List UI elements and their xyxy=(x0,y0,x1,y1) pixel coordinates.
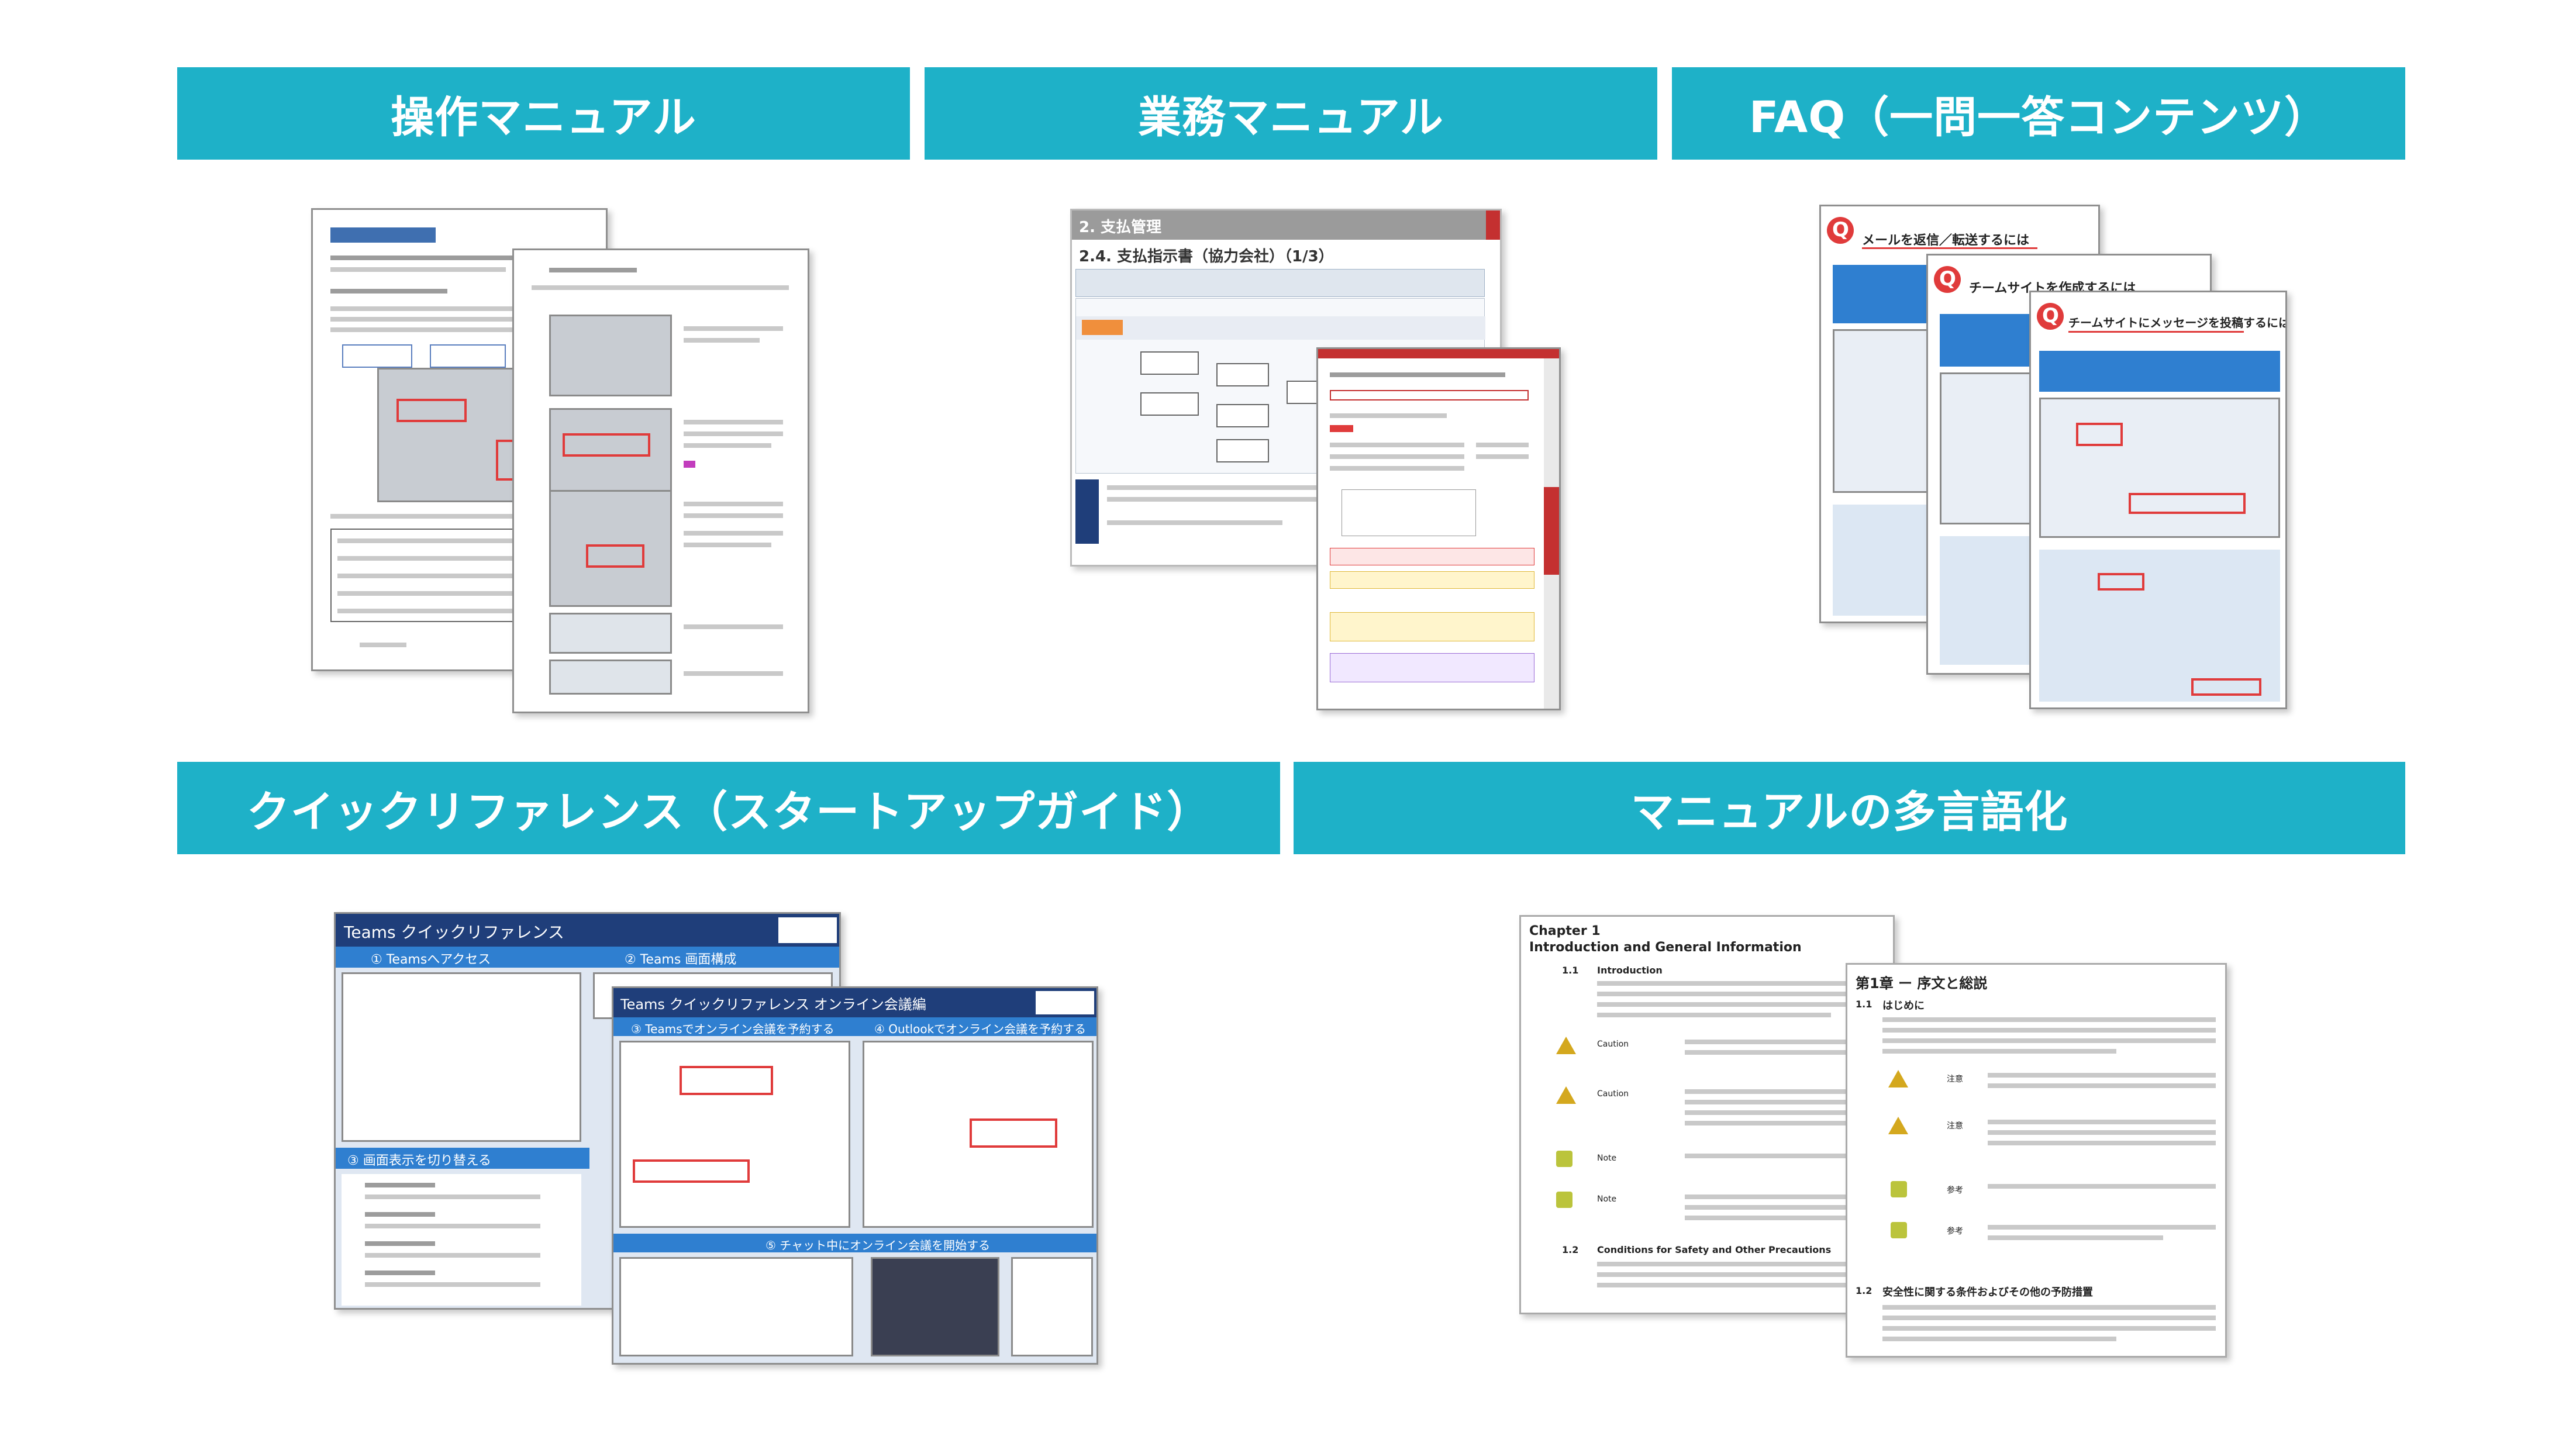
sheet-title: Teams クイックリファレンス オンライン会議編 xyxy=(620,996,926,1013)
banner-label: マニュアルの多言語化 xyxy=(1630,786,2068,837)
multilingual-japanese-page: 第1章 ー 序文と総説 1.1 はじめに 注意 注意 参考 参考 1.2 安全性… xyxy=(1846,963,2227,1358)
business-manual-page-2 xyxy=(1316,347,1561,710)
section-title: 2. 支払管理 xyxy=(1079,219,1162,236)
faq-card-3: Q チームサイトにメッセージを投稿するには xyxy=(2029,291,2287,709)
jp-section-1-1-number: 1.1 xyxy=(1856,999,1872,1010)
note-icon xyxy=(1556,1192,1573,1208)
banner-multilingual: マニュアルの多言語化 xyxy=(1294,762,2405,854)
q-badge-icon: Q xyxy=(2037,303,2064,330)
multilingual-english-page: Chapter 1 Introduction and General Infor… xyxy=(1519,915,1895,1314)
note-icon xyxy=(1891,1181,1907,1197)
operation-manual-page-2 xyxy=(512,248,809,713)
sheet-title: Teams クイックリファレンス xyxy=(344,923,564,942)
faq-question-1: メールを返信／転送するには xyxy=(1862,233,2030,248)
section-heading: ⑤ チャット中にオンライン会議を開始する xyxy=(765,1238,991,1252)
quick-reference-sheet-2: Teams クイックリファレンス オンライン会議編 ③ Teamsでオンライン会… xyxy=(612,986,1098,1365)
faq-question-3: チームサイトにメッセージを投稿するには xyxy=(2068,316,2287,330)
section-heading: ④ Outlookでオンライン会議を予約する xyxy=(874,1022,1087,1036)
note-icon xyxy=(1891,1222,1907,1238)
jp-note-label: 参考 xyxy=(1947,1186,1963,1195)
en-note-label: Note xyxy=(1597,1194,1617,1204)
jp-section-1-2: 安全性に関する条件およびその他の予防措置 xyxy=(1882,1286,2093,1299)
banner-business-manual: 業務マニュアル xyxy=(925,67,1657,160)
jp-caution-label: 注意 xyxy=(1947,1121,1963,1131)
en-section-1-1-number: 1.1 xyxy=(1562,965,1579,976)
en-caution-label: Caution xyxy=(1597,1089,1629,1099)
en-chapter: Chapter 1 xyxy=(1529,924,1601,938)
jp-note-label: 参考 xyxy=(1947,1227,1963,1236)
banner-operation-manual: 操作マニュアル xyxy=(177,67,910,160)
banner-label: 業務マニュアル xyxy=(1138,92,1444,143)
en-section-1-1: Introduction xyxy=(1597,965,1663,976)
en-caution-label: Caution xyxy=(1597,1040,1629,1049)
en-title: Introduction and General Information xyxy=(1529,940,1802,955)
banner-label: クイックリファレンス（スタートアップガイド） xyxy=(246,786,1211,837)
caution-icon xyxy=(1888,1117,1908,1134)
section-subtitle: 2.4. 支払指示書（協力会社）（1/3） xyxy=(1079,248,1334,265)
banner-quick-reference: クイックリファレンス（スタートアップガイド） xyxy=(177,762,1280,854)
banner-label: 操作マニュアル xyxy=(391,92,696,143)
jp-chapter: 第1章 ー 序文と総説 xyxy=(1856,975,1988,992)
note-icon xyxy=(1556,1151,1573,1167)
caution-icon xyxy=(1556,1086,1576,1104)
jp-caution-label: 注意 xyxy=(1947,1075,1963,1084)
section-heading: ③ Teamsでオンライン会議を予約する xyxy=(631,1022,834,1036)
banner-faq: FAQ（一問一答コンテンツ） xyxy=(1672,67,2405,160)
section-heading: ② Teams 画面構成 xyxy=(625,952,737,967)
section-heading: ① Teamsへアクセス xyxy=(371,952,491,967)
q-badge-icon: Q xyxy=(1827,217,1854,244)
section-heading: ③ 画面表示を切り替える xyxy=(347,1154,492,1168)
en-note-label: Note xyxy=(1597,1154,1617,1163)
banner-label: FAQ（一問一答コンテンツ） xyxy=(1749,92,2329,143)
jp-section-1-1: はじめに xyxy=(1882,1000,1925,1012)
caution-icon xyxy=(1888,1070,1908,1088)
en-section-1-2-number: 1.2 xyxy=(1562,1244,1579,1255)
jp-section-1-2-number: 1.2 xyxy=(1856,1285,1872,1296)
caution-icon xyxy=(1556,1037,1576,1054)
en-section-1-2: Conditions for Safety and Other Precauti… xyxy=(1597,1244,1832,1255)
q-badge-icon: Q xyxy=(1934,266,1961,293)
